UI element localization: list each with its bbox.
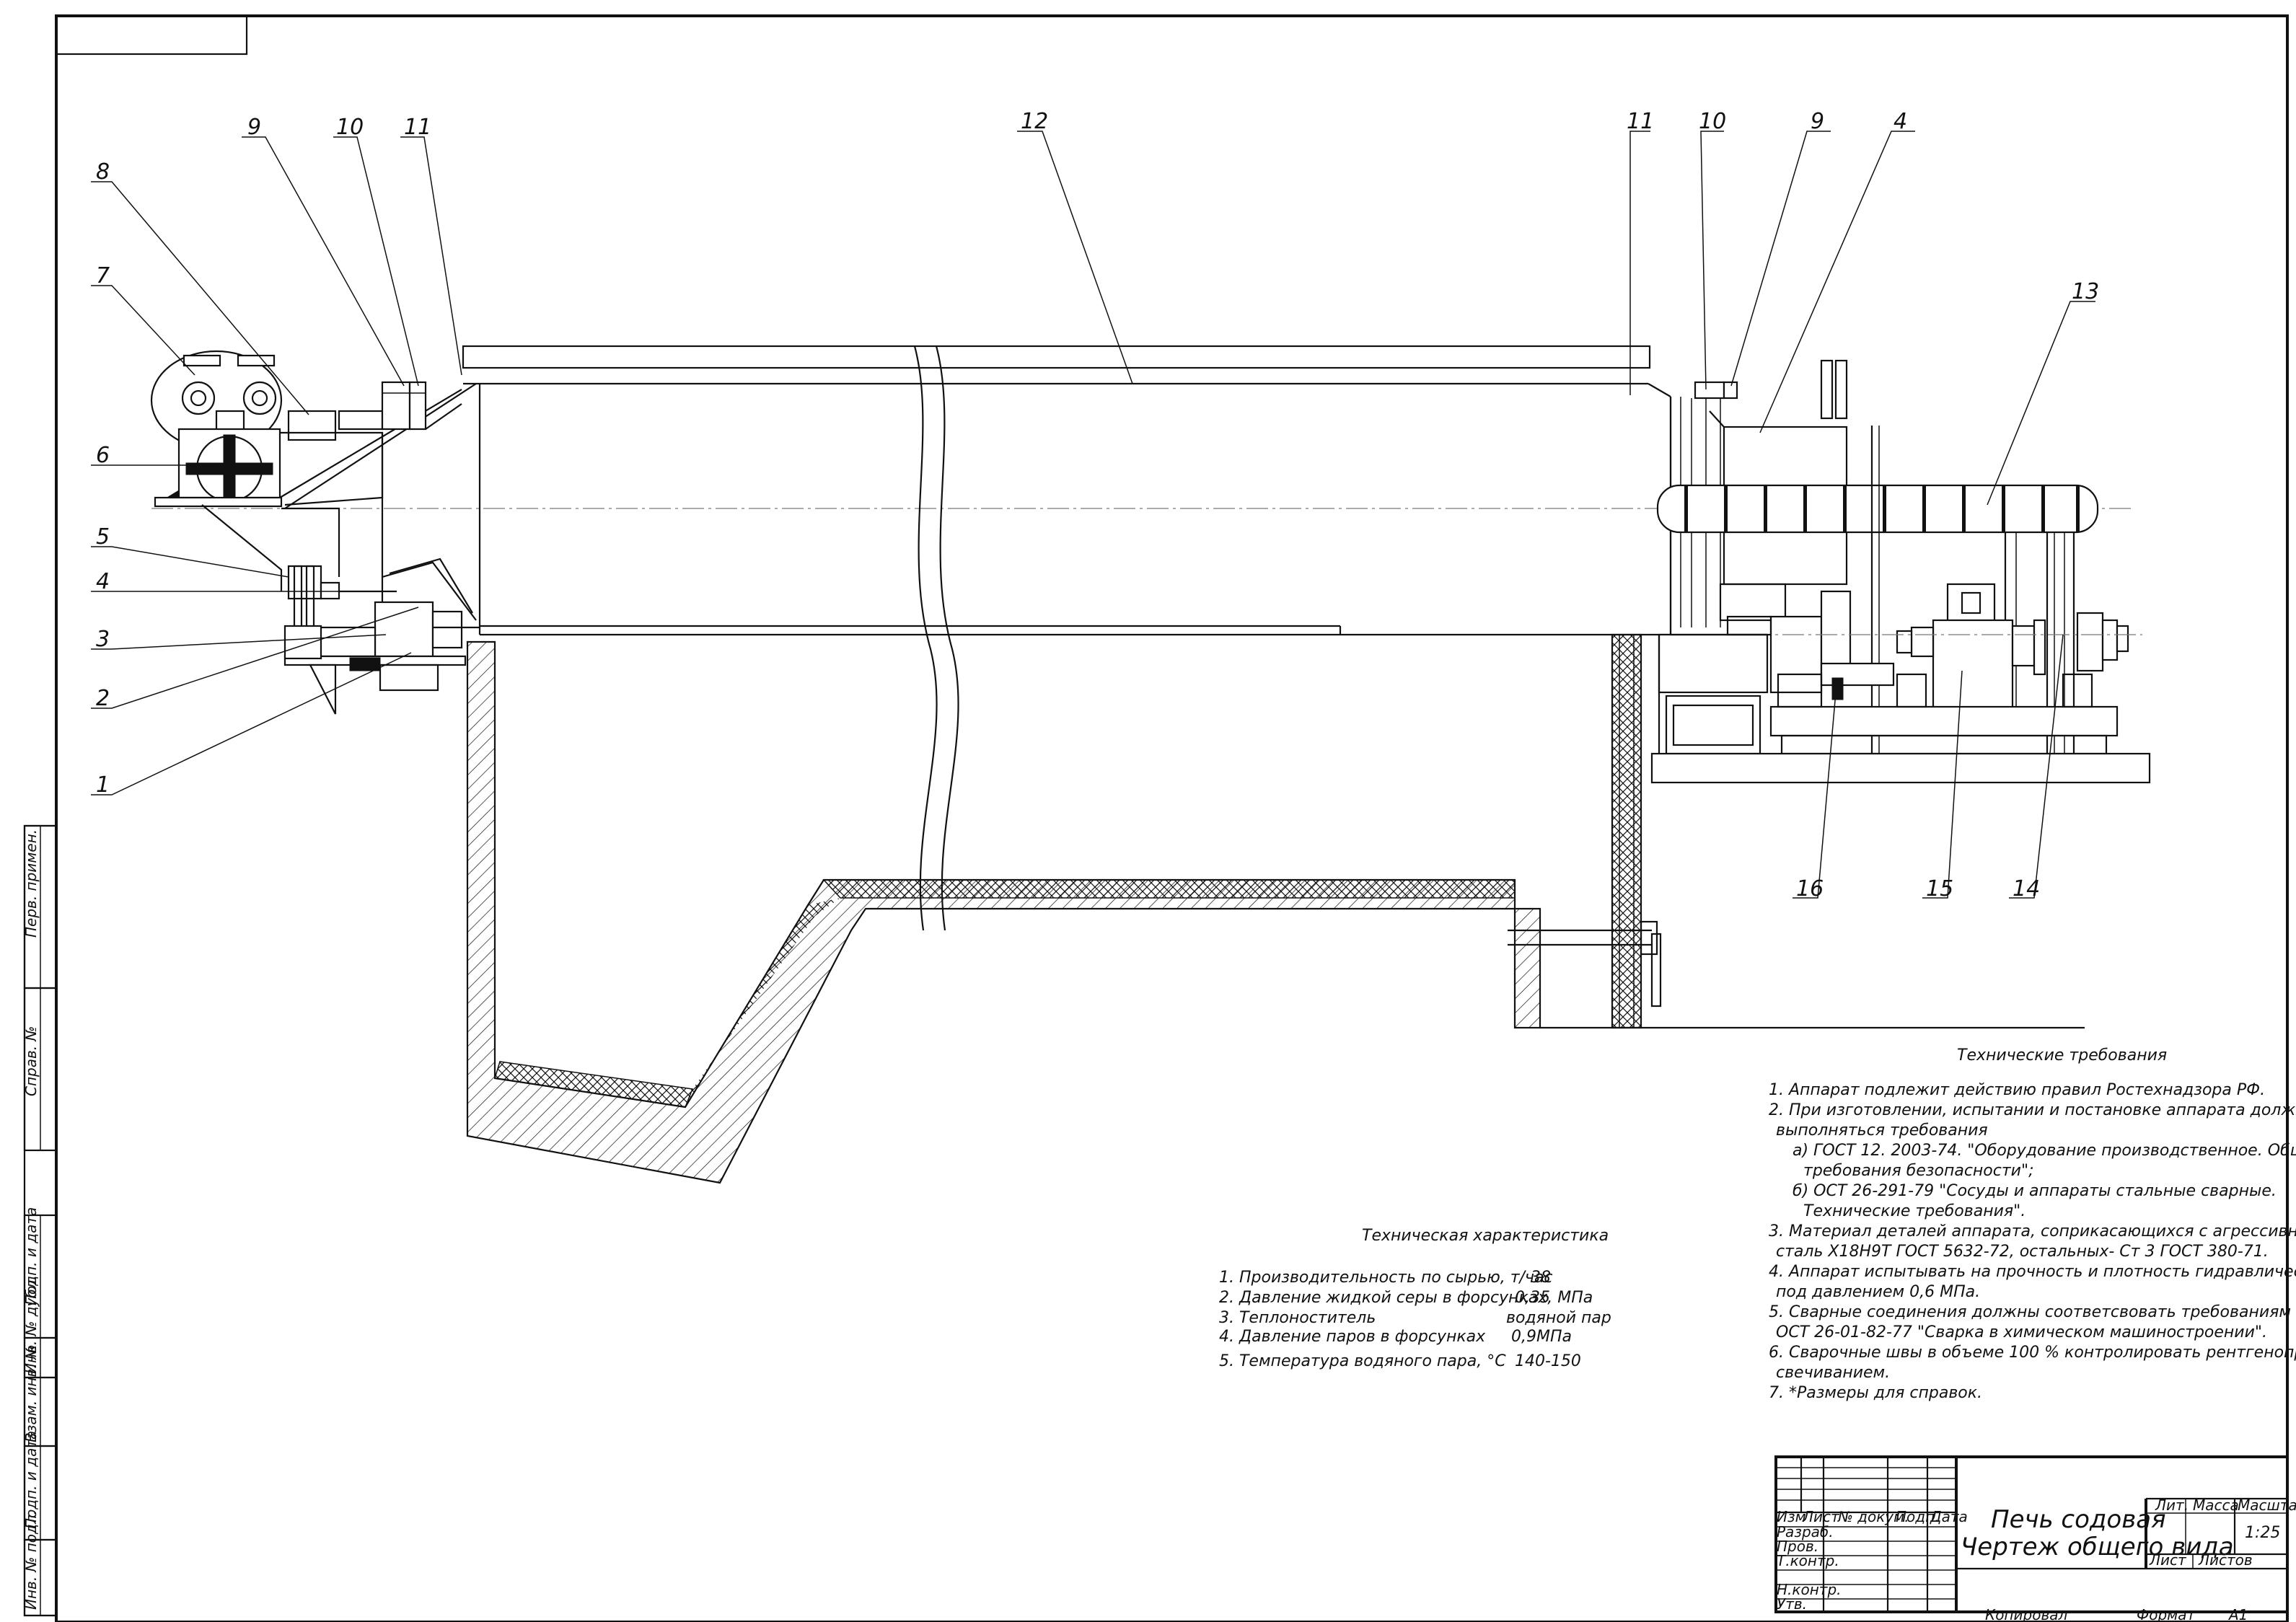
spec-row-3-label: 3. Теплоноститель: [1219, 1309, 1376, 1327]
tb-title-line1: Печь содовая: [1991, 1505, 2166, 1534]
callout-9-right: 9: [1811, 109, 1824, 134]
drive-unit: [1650, 359, 2151, 784]
callout-14: 14: [2013, 876, 2040, 902]
spec-row-5-value: 140-150: [1515, 1352, 1581, 1370]
spec-row-1-label: 1. Производительность по сырью, т/час: [1219, 1269, 1553, 1287]
tb-format-val: А1: [2227, 1606, 2248, 1622]
tech-req-title: Технические требования: [1957, 1046, 2167, 1065]
spec-row-4-label: 4. Давление паров в форсунках: [1219, 1328, 1486, 1346]
tb-scale: 1:25: [2245, 1524, 2280, 1542]
tb-row-razrab: Разраб.: [1777, 1523, 1834, 1541]
spec-row-3-value: водяной пар: [1506, 1309, 1611, 1327]
spec-row-5-label: 5. Температура водяного пара, °С: [1219, 1352, 1506, 1370]
callout-4-right: 4: [1893, 109, 1907, 134]
strip-inv-dubl: Инв. № дубл.: [22, 1275, 40, 1374]
callout-5: 5: [96, 524, 110, 550]
spec-row-1-value: 38: [1531, 1269, 1551, 1287]
strip-podp2: Подп. и дата: [22, 1431, 40, 1529]
tech-requirements: Технические требования 1. Аппарат подлеж…: [1769, 1046, 2296, 1402]
tb-sheet: Лист: [2149, 1551, 2187, 1569]
callout-13: 13: [2072, 279, 2099, 304]
tb-col-doc: № докум.: [1837, 1508, 1909, 1525]
strip-vzam: Взам. инв. №: [22, 1344, 40, 1442]
tech-spec-title: Техническая характеристика: [1362, 1227, 1609, 1245]
req-line-11: под давлением 0,6 МПа.: [1776, 1283, 1980, 1301]
spec-row-2-value: 0,35: [1515, 1289, 1550, 1307]
callout-6: 6: [96, 443, 110, 468]
req-line-4: а) ГОСТ 12. 2003-74. "Оборудование произ…: [1793, 1142, 2296, 1160]
tb-col-sign: Подп.: [1896, 1508, 1940, 1525]
callout-2: 2: [96, 686, 110, 711]
feed-unit: [150, 350, 480, 715]
req-line-2: 2. При изготовлении, испытании и постано…: [1769, 1101, 2296, 1119]
req-line-15: свечиванием.: [1776, 1364, 1890, 1382]
strip-sprav: Справ. №: [22, 1026, 40, 1096]
req-line-5: требования безопасности";: [1803, 1162, 2034, 1180]
callout-8: 8: [96, 159, 110, 185]
callout-12: 12: [1021, 109, 1048, 134]
callout-9-left: 9: [247, 115, 261, 140]
tb-massa: Масса: [2193, 1497, 2239, 1514]
callout-numbers: 1 2 3 4 5 6 7 8 9 10 11 12 11 10 9 4 13 …: [96, 109, 2099, 902]
strip-inv-podl: Инв. № подл.: [22, 1510, 40, 1610]
callout-15: 15: [1926, 876, 1953, 902]
callout-11-right: 11: [1627, 109, 1654, 134]
tb-format: Формат: [2137, 1606, 2196, 1622]
callout-4: 4: [96, 569, 110, 594]
req-line-1: 1. Аппарат подлежит действию правил Рост…: [1769, 1081, 2265, 1099]
title-block: Изм Лист № докум. Подп. Дата Разраб. Про…: [1774, 1455, 2296, 1622]
tb-sheets: Листов: [2198, 1551, 2253, 1569]
leader-lines: [91, 131, 2095, 899]
req-line-16: 7. *Размеры для справок.: [1769, 1384, 1982, 1402]
req-line-14: 6. Сварочные швы в объеме 100 % контроли…: [1769, 1344, 2296, 1362]
side-strip: Перв. примен. Справ. № Подп. и дата Инв.…: [22, 824, 58, 1617]
spec-row-2-label: 2. Давление жидкой серы в форсунках, МПа: [1219, 1289, 1593, 1307]
tb-lit: Лит.: [2155, 1497, 2189, 1514]
firebox: [466, 633, 2085, 1184]
callout-16: 16: [1796, 876, 1824, 902]
tb-masshtab: Масштаб: [2238, 1497, 2296, 1514]
gear-teeth: [1684, 485, 2080, 532]
callout-11-left: 11: [404, 115, 431, 140]
req-line-10: 4. Аппарат испытывать на прочность и пло…: [1769, 1263, 2296, 1281]
tech-characteristics: Техническая характеристика 1. Производит…: [1219, 1227, 1611, 1370]
tb-row-tkontr: Т.контр.: [1777, 1552, 1839, 1569]
req-line-3: выполняться требования: [1776, 1121, 1988, 1140]
spec-row-4-value: 0,9МПа: [1511, 1328, 1572, 1346]
req-line-6: б) ОСТ 26-291-79 "Сосуды и аппараты стал…: [1793, 1182, 2277, 1200]
req-line-7: Технические требования".: [1803, 1202, 2026, 1220]
req-line-13: ОСТ 26-01-82-77 "Сварка в химическом маш…: [1776, 1323, 2267, 1341]
callout-7: 7: [96, 263, 110, 288]
tb-copied: Копировал: [1985, 1606, 2067, 1622]
tb-row-prov: Пров.: [1777, 1538, 1818, 1555]
callout-10-right: 10: [1699, 109, 1726, 134]
sheet-frame: [55, 14, 2289, 1622]
req-line-9: сталь Х18Н9Т ГОСТ 5632-72, остальных- Ст…: [1776, 1243, 2269, 1261]
strip-podp1: Подп. и дата: [22, 1207, 40, 1305]
tb-title-line2: Чертеж общего вида: [1961, 1533, 2234, 1561]
tb-col-list: Лист: [1802, 1508, 1840, 1525]
callout-1: 1: [96, 772, 110, 798]
tb-row-utv: Утв.: [1777, 1595, 1807, 1613]
callout-10-left: 10: [336, 115, 364, 140]
req-line-8: 3. Материал деталей аппарата, соприкасаю…: [1769, 1222, 2296, 1240]
tb-col-date: Дата: [1930, 1508, 1968, 1525]
tb-col-izm: Изм: [1777, 1508, 1806, 1525]
tb-row-nkontr: Н.контр.: [1777, 1581, 1842, 1598]
strip-perv: Перв. примен.: [22, 829, 40, 938]
req-line-12: 5. Сварные соединения должны соответсвов…: [1769, 1303, 2291, 1321]
callout-3: 3: [96, 627, 110, 652]
